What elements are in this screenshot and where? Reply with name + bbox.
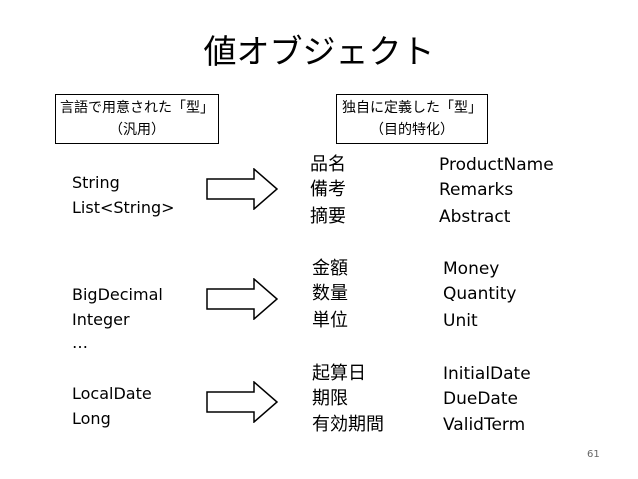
right-arrow-icon <box>206 168 278 210</box>
language-type-label: Integer <box>72 310 130 329</box>
general-types-box: 言語で用意された「型」 （汎用） <box>55 94 219 144</box>
domain-type-en: ProductName <box>439 155 554 175</box>
ellipsis-label: … <box>72 333 88 352</box>
domain-type-jp: 有効期間 <box>312 414 384 435</box>
language-type-label: String <box>72 173 120 192</box>
general-types-heading: 言語で用意された「型」 <box>60 100 214 116</box>
language-type-label: Long <box>72 409 111 428</box>
domain-types-subheading: （目的特化） <box>370 122 454 138</box>
language-type-label: BigDecimal <box>72 285 163 304</box>
domain-type-en: Money <box>443 259 500 279</box>
domain-type-jp: 品名 <box>310 154 346 175</box>
domain-type-en: Remarks <box>439 180 514 200</box>
domain-type-jp: 金額 <box>312 258 348 279</box>
domain-type-en: Quantity <box>443 284 517 304</box>
domain-type-en: Abstract <box>439 207 511 227</box>
domain-type-jp: 数量 <box>312 283 348 304</box>
domain-type-jp: 起算日 <box>312 363 366 384</box>
page-number: 61 <box>587 449 600 460</box>
domain-types-heading: 独自に定義した「型」 <box>342 100 482 116</box>
general-types-subheading: （汎用） <box>109 122 165 138</box>
domain-type-jp: 摘要 <box>310 206 346 227</box>
domain-types-box: 独自に定義した「型」 （目的特化） <box>336 94 488 144</box>
right-arrow-icon <box>206 381 278 423</box>
domain-type-en: ValidTerm <box>443 415 526 435</box>
domain-type-jp: 備考 <box>310 179 346 200</box>
domain-type-en: DueDate <box>443 389 518 409</box>
right-arrow-icon <box>206 278 278 320</box>
slide-title: 値オブジェクト <box>203 32 435 71</box>
domain-type-jp: 単位 <box>312 310 348 331</box>
domain-type-en: InitialDate <box>443 364 531 384</box>
domain-type-jp: 期限 <box>312 388 348 409</box>
language-type-label: LocalDate <box>72 384 152 403</box>
domain-type-en: Unit <box>443 311 478 331</box>
language-type-label: List<String> <box>72 198 175 217</box>
